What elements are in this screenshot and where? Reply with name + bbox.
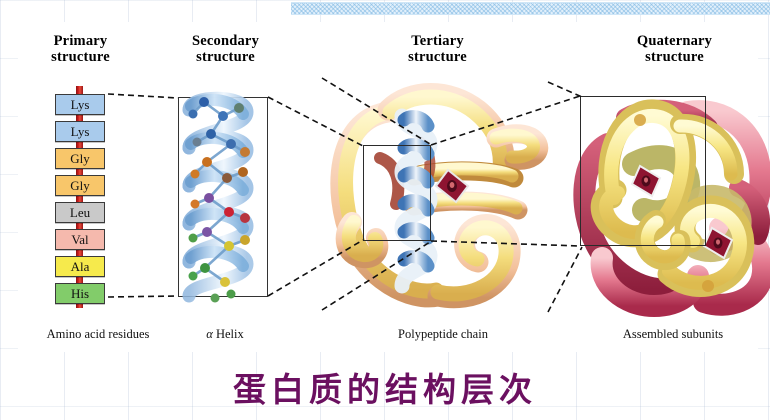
quaternary-inset-box bbox=[580, 96, 706, 246]
amino-acid-residue-chain: Lys Lys Gly Gly Leu Val Ala His bbox=[52, 86, 108, 308]
heading-tertiary-line2: structure bbox=[408, 49, 467, 65]
alpha-helix-panel bbox=[178, 91, 268, 303]
heme-group bbox=[630, 164, 662, 198]
caption-secondary-rest: Helix bbox=[212, 327, 244, 341]
alpha-helix-icon bbox=[182, 91, 254, 303]
caption-secondary: α Helix bbox=[160, 327, 290, 342]
heading-tertiary: Tertiary structure bbox=[375, 33, 500, 65]
caption-primary: Amino acid residues bbox=[46, 327, 150, 341]
residue-box[interactable]: Val bbox=[55, 229, 105, 250]
residue-box[interactable]: Gly bbox=[55, 148, 105, 169]
peptide-backbone bbox=[76, 86, 83, 308]
residue-box[interactable]: Lys bbox=[55, 121, 105, 142]
residue-box[interactable]: His bbox=[55, 283, 105, 304]
heading-primary-line2: structure bbox=[51, 49, 110, 65]
heading-secondary-line1: Secondary bbox=[191, 33, 260, 49]
residue-box[interactable]: Lys bbox=[55, 94, 105, 115]
heading-tertiary-line1: Tertiary bbox=[411, 33, 464, 49]
heading-primary: Primary structure bbox=[18, 33, 143, 65]
heme-group bbox=[434, 168, 470, 204]
quaternary-structure-icon bbox=[573, 99, 770, 317]
heading-quaternary-line1: Quaternary bbox=[636, 33, 713, 49]
residue-box[interactable]: Gly bbox=[55, 175, 105, 196]
heading-secondary: Secondary structure bbox=[163, 33, 288, 65]
heading-secondary-line2: structure bbox=[196, 49, 255, 65]
residue-box[interactable]: Leu bbox=[55, 202, 105, 223]
caption-secondary-greek: α bbox=[206, 327, 213, 341]
caption-quaternary: Assembled subunits bbox=[622, 327, 724, 341]
heading-quaternary: Quaternary structure bbox=[607, 33, 742, 65]
caption-tertiary: Polypeptide chain bbox=[398, 327, 488, 341]
tertiary-structure-icon bbox=[330, 83, 549, 309]
top-decorative-strip bbox=[291, 2, 770, 15]
page-title: 蛋白质的结构层次 bbox=[233, 370, 537, 409]
heme-group bbox=[702, 226, 734, 260]
heading-primary-line1: Primary bbox=[53, 33, 108, 49]
residue-box[interactable]: Ala bbox=[55, 256, 105, 277]
heading-quaternary-line2: structure bbox=[645, 49, 704, 65]
tertiary-inset-box bbox=[363, 145, 431, 241]
